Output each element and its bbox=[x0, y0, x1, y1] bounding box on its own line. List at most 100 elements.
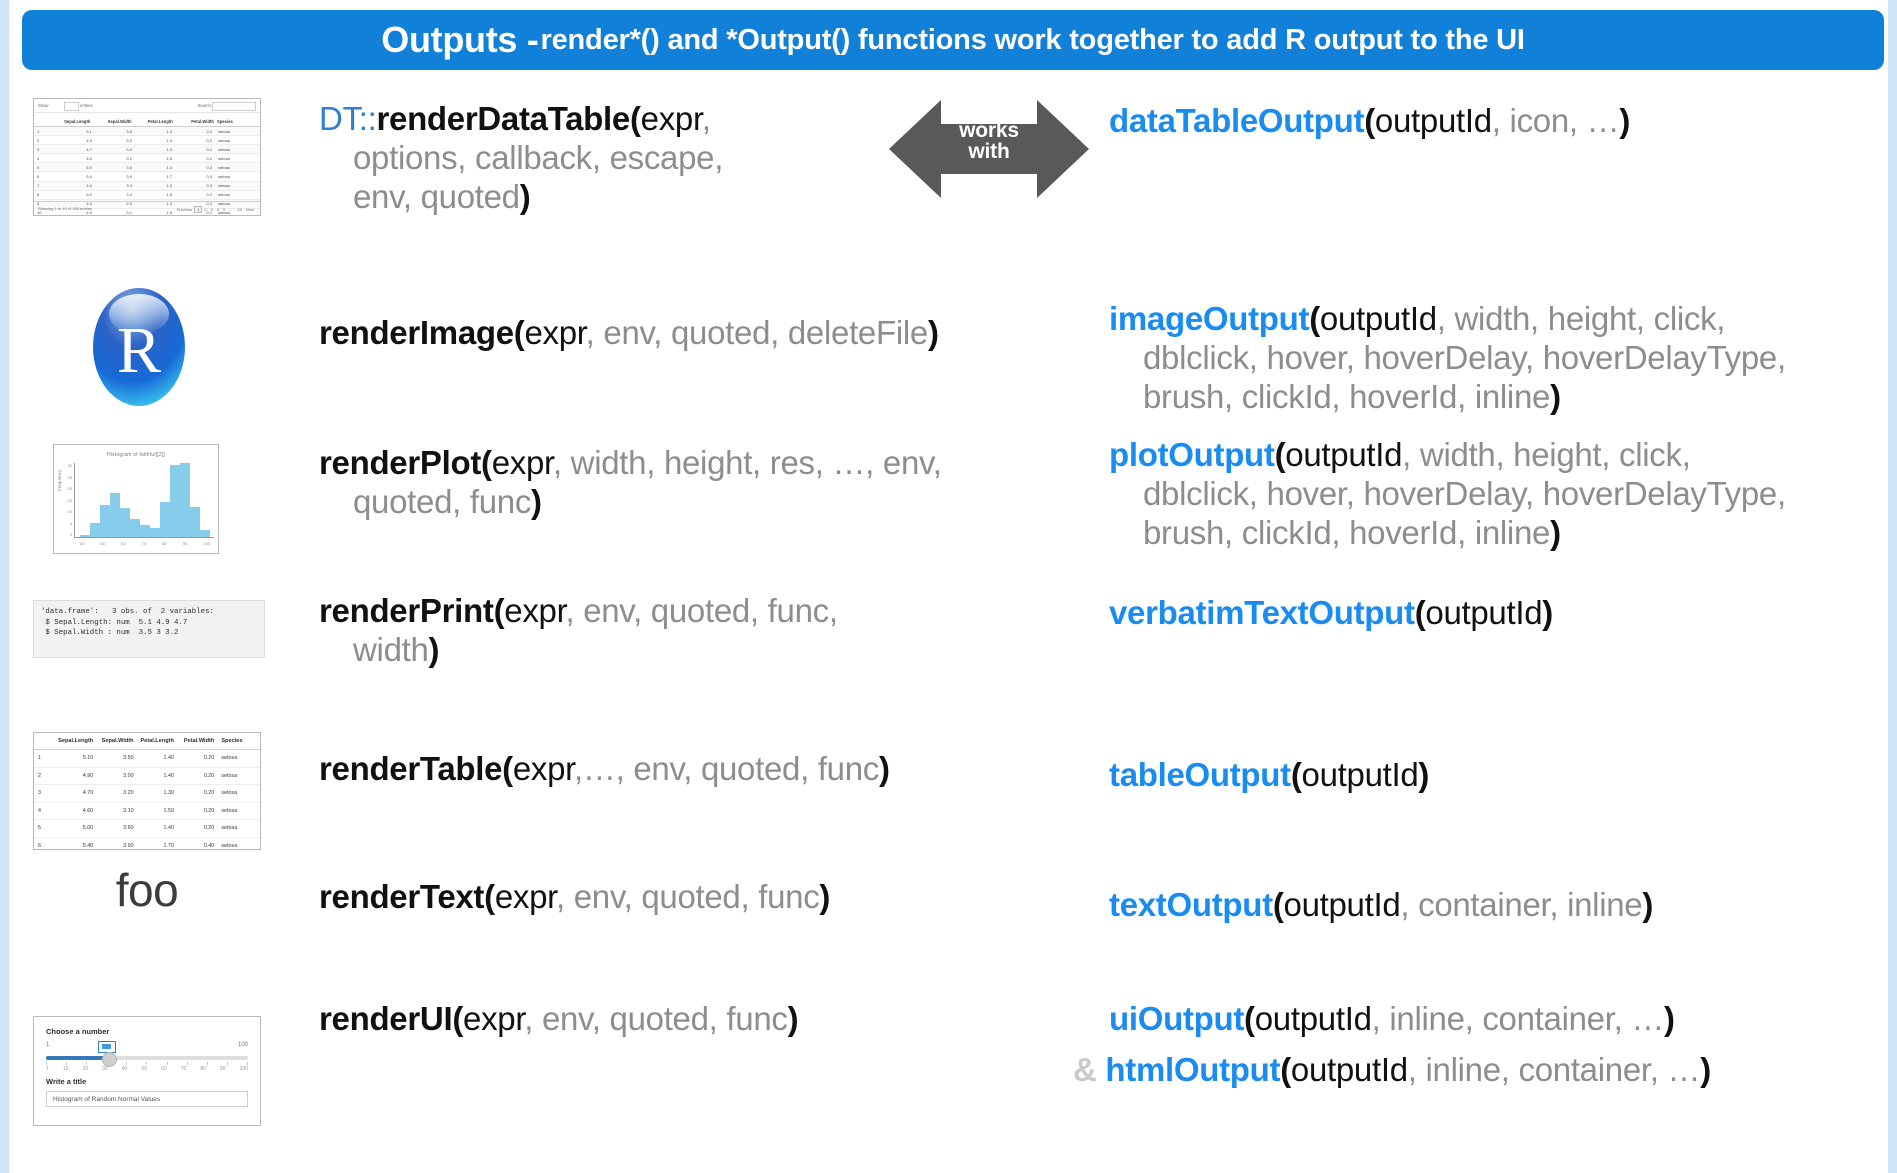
render-ui-name: renderUI bbox=[319, 1000, 453, 1037]
table-cell: 0.4 bbox=[206, 174, 213, 180]
table-cell: setosa bbox=[221, 842, 238, 849]
table-cell: setosa bbox=[218, 174, 230, 180]
histogram-bar bbox=[170, 465, 180, 537]
slider-tick-label: 70 bbox=[180, 1066, 187, 1072]
page-title-banner: Outputs - render*() and *Output() functi… bbox=[22, 10, 1884, 70]
pagination-item[interactable]: Next bbox=[245, 206, 254, 212]
table-cell: 7 bbox=[37, 183, 40, 189]
histogram-xtick: 70 bbox=[141, 541, 147, 546]
histogram-bar bbox=[130, 518, 140, 537]
histogram-bar bbox=[100, 504, 110, 537]
table-cell: 3.0 bbox=[126, 137, 132, 143]
datatable-col-1[interactable]: Sepal.Length bbox=[64, 119, 91, 124]
verbatim-text-output-arg-outputid: outputId bbox=[1425, 594, 1543, 631]
page-title-rest: render*() and *Output() functions work t… bbox=[540, 23, 1525, 56]
pagination-item[interactable]: 3 bbox=[210, 206, 213, 212]
iris-col-1: Sepal.Length bbox=[58, 738, 94, 744]
table-cell: 1.4 bbox=[166, 128, 173, 134]
datatable-col-2[interactable]: Sepal.Width bbox=[107, 119, 132, 124]
render-table-arg-expr: expr bbox=[512, 750, 575, 787]
table-cell: 1.4 bbox=[166, 137, 173, 143]
datatable-col-0 bbox=[34, 124, 52, 126]
r-logo-thumbnail-cell: R bbox=[33, 286, 263, 413]
slider-tick-label: 100 bbox=[239, 1066, 248, 1072]
ui-slider-max: 100 bbox=[237, 1042, 248, 1048]
histogram-ytick: 15 bbox=[67, 497, 72, 503]
render-text-name: renderText bbox=[319, 878, 485, 915]
image-output-optional-line-2: dblclick, hover, hoverDelay, hoverDelayT… bbox=[1143, 338, 1786, 376]
ui-text-input[interactable]: Histogram of Random Normal Values bbox=[46, 1091, 248, 1107]
histogram-bar bbox=[150, 527, 160, 537]
pagination-item[interactable]: 2 bbox=[204, 206, 207, 212]
table-cell: setosa bbox=[218, 183, 230, 189]
datatable-output-name: dataTableOutput bbox=[1109, 102, 1365, 139]
pagination-item[interactable]: Previous bbox=[176, 206, 193, 212]
ui-slider-handle[interactable] bbox=[102, 1052, 117, 1067]
table-cell: 3.5 bbox=[126, 128, 132, 134]
table-cell: 4.4 bbox=[86, 201, 92, 207]
table-cell: 1.4 bbox=[166, 183, 173, 189]
table-cell: 1.50 bbox=[163, 807, 174, 814]
table-cell: 1.70 bbox=[163, 842, 174, 849]
datatable-col-5[interactable]: Species bbox=[216, 119, 233, 124]
histogram-bar bbox=[120, 508, 130, 537]
table-cell: 3.1 bbox=[126, 210, 132, 216]
table-cell: 3.2 bbox=[126, 146, 132, 152]
table-cell: 1.4 bbox=[166, 164, 173, 170]
table-cell: setosa bbox=[218, 164, 230, 170]
text-output-arg-outputid: outputId bbox=[1283, 886, 1401, 923]
histogram-ytick: 10 bbox=[67, 509, 72, 514]
plot-output-signature: plotOutput(outputId, width, height, clic… bbox=[1109, 436, 1897, 553]
table-cell: 0.2 bbox=[206, 164, 213, 170]
datatable-output-signature: dataTableOutput(outputId, icon, …) bbox=[1109, 102, 1631, 139]
table-output-name: tableOutput bbox=[1109, 756, 1291, 793]
table-cell: 3.4 bbox=[126, 183, 132, 189]
histogram-ytick: 30 bbox=[67, 463, 72, 468]
datatable-col-3[interactable]: Petal.Length bbox=[147, 119, 173, 124]
pagination-item[interactable]: 5 bbox=[223, 206, 226, 212]
slider-tick-label: 90 bbox=[219, 1066, 226, 1072]
html-output-signature: & htmlOutput(outputId, inline, container… bbox=[1073, 1050, 1711, 1088]
table-cell: 4 bbox=[38, 807, 41, 814]
datatable-footer-info: Showing 1 to 10 of 150 entries bbox=[38, 206, 93, 211]
image-output-arg-outputid: outputId bbox=[1319, 300, 1437, 337]
datatable-thumbnail: Show entries Search: Sepal.Length Sepal.… bbox=[33, 98, 261, 216]
slider-tick bbox=[66, 1062, 68, 1065]
double-arrow-icon bbox=[889, 100, 1089, 198]
pagination-item[interactable]: 15 bbox=[237, 206, 242, 212]
ui-slider-min: 1 bbox=[46, 1042, 50, 1048]
datatable-show-select[interactable] bbox=[64, 101, 79, 111]
slider-tick bbox=[246, 1062, 248, 1065]
pagination-item[interactable]: 1 bbox=[194, 205, 203, 213]
datatable-col-4[interactable]: Petal.Width bbox=[191, 119, 214, 124]
slider-tick-label: 30 bbox=[102, 1066, 108, 1072]
table-cell: 0.1 bbox=[206, 210, 213, 216]
ui-output-name: uiOutput bbox=[1109, 1000, 1245, 1037]
print-line-1: 'data.frame': 3 obs. of 2 variables: bbox=[41, 608, 214, 616]
render-datatable-arg-expr: expr bbox=[640, 100, 702, 137]
table-cell: 1.5 bbox=[166, 210, 173, 216]
pagination-item[interactable]: 4 bbox=[216, 206, 220, 212]
datatable-search-input[interactable] bbox=[212, 101, 256, 111]
ui-slider-track[interactable] bbox=[46, 1056, 248, 1060]
slider-tick bbox=[126, 1062, 128, 1065]
table-cell: setosa bbox=[221, 772, 238, 779]
page-title-strong: Outputs - bbox=[381, 19, 539, 60]
table-cell: 10 bbox=[37, 210, 42, 216]
slider-tick bbox=[226, 1062, 228, 1065]
table-cell: setosa bbox=[218, 210, 230, 216]
table-cell: 2 bbox=[38, 772, 41, 779]
table-cell: setosa bbox=[218, 137, 230, 143]
pagination-item[interactable]: … bbox=[229, 206, 234, 212]
datatable-output-arg-outputid: outputId bbox=[1374, 102, 1492, 139]
histogram-bar bbox=[80, 534, 90, 537]
